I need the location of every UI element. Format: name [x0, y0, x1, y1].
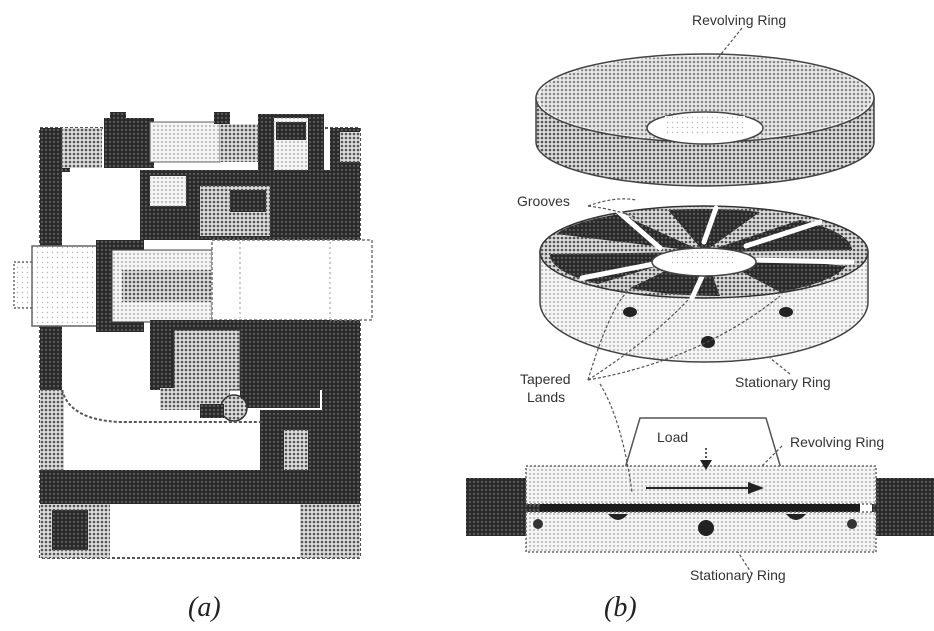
label-revolving-ring-section: Revolving Ring	[790, 434, 884, 450]
label-revolving-ring-top: Revolving Ring	[692, 12, 786, 28]
stationary-ring-disc	[539, 203, 869, 363]
label-stationary-ring-bottom: Stationary Ring	[690, 567, 786, 583]
panel-a-drawing	[13, 112, 373, 559]
section-view	[466, 417, 934, 553]
label-lands: Lands	[527, 389, 565, 405]
panel-b-drawing	[466, 27, 934, 575]
label-grooves: Grooves	[517, 193, 570, 209]
label-tapered: Tapered	[520, 371, 571, 387]
revolving-ring-disc	[535, 53, 875, 187]
label-stationary-ring-mid: Stationary Ring	[735, 374, 831, 390]
leader-lines	[587, 27, 791, 575]
panel-label-a: (a)	[188, 592, 221, 623]
label-load: Load	[657, 429, 688, 445]
panel-label-b: (b)	[604, 592, 637, 623]
